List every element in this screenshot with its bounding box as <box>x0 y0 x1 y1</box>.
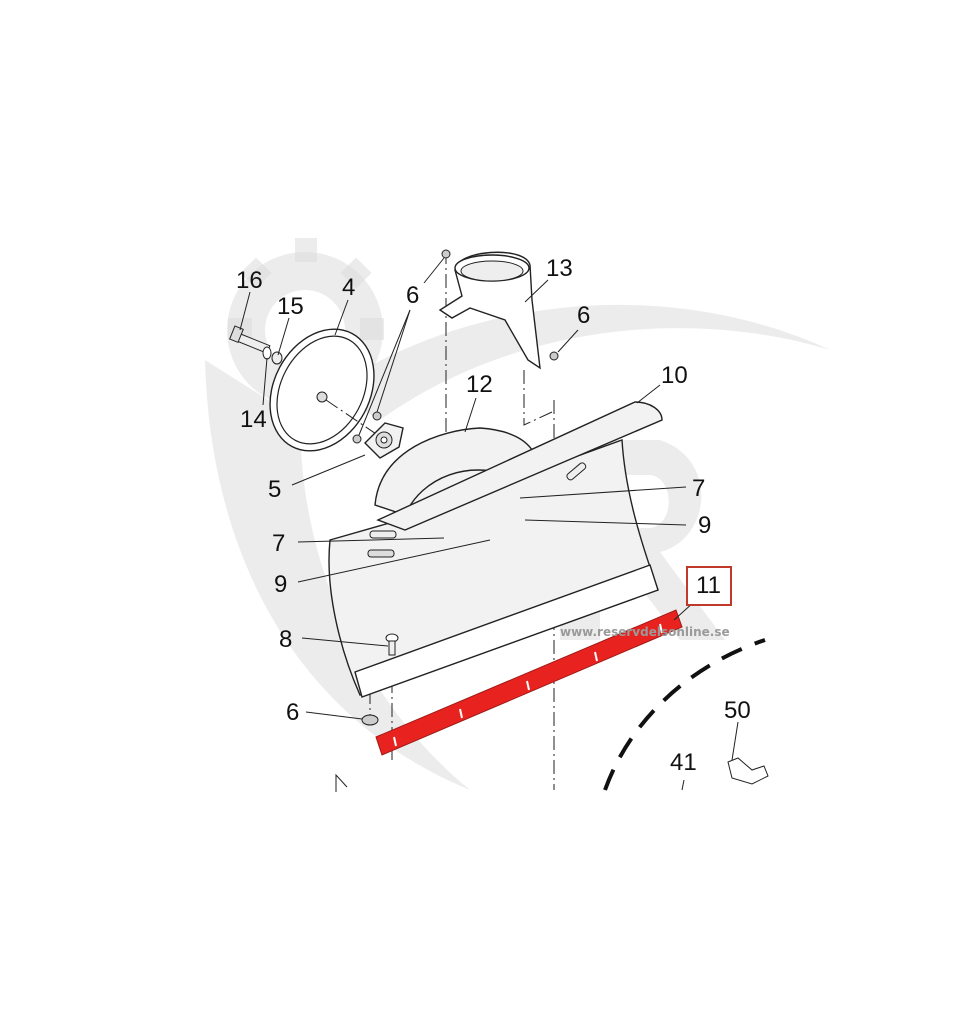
svg-text:5: 5 <box>268 476 281 503</box>
callout-14: 14 <box>240 406 267 433</box>
slot-upper <box>369 530 397 539</box>
svg-text:41: 41 <box>670 749 697 776</box>
svg-text:50: 50 <box>724 697 751 724</box>
svg-text:15: 15 <box>277 293 304 320</box>
svg-text:12: 12 <box>466 371 493 398</box>
part-15-washer <box>271 351 283 365</box>
watermark-url: www.reservdelsonline.se <box>560 625 730 639</box>
callout-5: 5 <box>268 476 281 503</box>
callout-9-right: 9 <box>698 512 711 539</box>
callout-16: 16 <box>236 267 263 294</box>
part-11-scraper-bar <box>375 609 683 756</box>
callout-41: 41 <box>670 749 697 776</box>
corner-mark <box>335 773 348 792</box>
svg-text:6: 6 <box>286 699 299 726</box>
svg-text:7: 7 <box>692 475 705 502</box>
part-41-impeller-arc <box>603 638 766 791</box>
part-10-top-brace <box>376 401 663 531</box>
callout-6-upper: 6 <box>406 282 419 309</box>
callout-4: 4 <box>342 274 355 301</box>
callout-50: 50 <box>724 697 751 724</box>
svg-text:6: 6 <box>577 302 590 329</box>
svg-text:4: 4 <box>342 274 355 301</box>
part-8-carriage-bolt <box>385 633 399 656</box>
callout-13: 13 <box>546 255 573 282</box>
svg-text:8: 8 <box>279 626 292 653</box>
callout-10: 10 <box>661 362 688 389</box>
leader-lines <box>239 257 739 791</box>
svg-text:13: 13 <box>546 255 573 282</box>
callout-9-left: 9 <box>274 571 287 598</box>
callout-7-left: 7 <box>272 530 285 557</box>
callout-12: 12 <box>466 371 493 398</box>
part-16-bolt <box>229 325 271 354</box>
callout-15: 15 <box>277 293 304 320</box>
part-14-lock-washer <box>262 346 272 360</box>
callout-6-lower: 6 <box>286 699 299 726</box>
svg-text:9: 9 <box>274 571 287 598</box>
callout-6-chute: 6 <box>577 302 590 329</box>
svg-text:14: 14 <box>240 406 267 433</box>
svg-text:7: 7 <box>272 530 285 557</box>
callout-8: 8 <box>279 626 292 653</box>
slot-lower <box>367 549 395 558</box>
svg-text:6: 6 <box>406 282 419 309</box>
svg-text:11: 11 <box>696 572 721 599</box>
part-4-disc <box>269 328 386 452</box>
svg-text:9: 9 <box>698 512 711 539</box>
part-5-bearing-flange <box>352 411 404 459</box>
part-6-nut-bottom <box>361 714 379 726</box>
callout-11-highlighted: 11 <box>686 566 732 606</box>
part-housing-blade <box>328 439 659 698</box>
centerline-chute <box>523 370 553 426</box>
svg-text:16: 16 <box>236 267 263 294</box>
callout-7-right: 7 <box>692 475 705 502</box>
part-13-chute-adapter <box>438 249 559 370</box>
part-50-bracket <box>727 757 769 785</box>
svg-text:10: 10 <box>661 362 688 389</box>
